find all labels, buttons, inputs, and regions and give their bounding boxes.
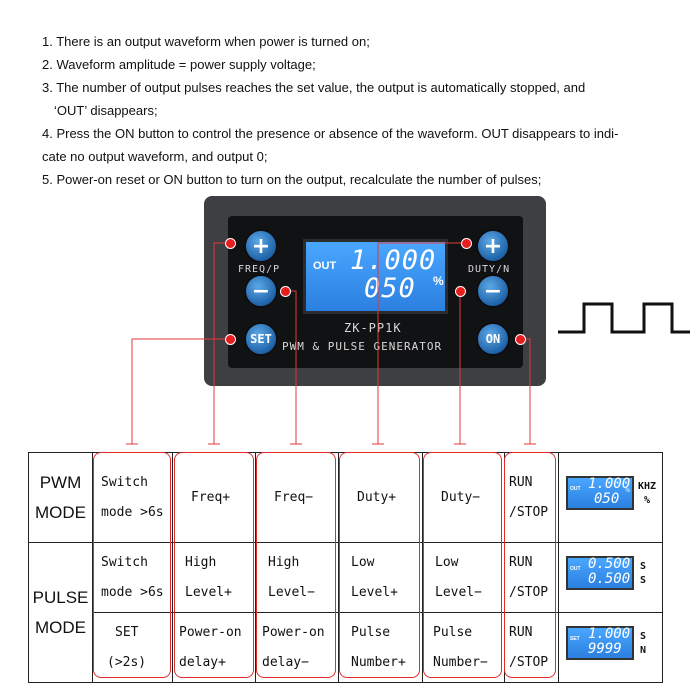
marker-duty-minus	[455, 286, 466, 297]
column-outline-duty-plus	[339, 452, 420, 678]
note-4: 4. Press the ON button to control the pr…	[42, 126, 619, 141]
column-outline-freq-minus	[256, 452, 336, 678]
freq-plus-button[interactable]: +	[244, 229, 278, 263]
pwm-duty-minus-cell: Duty−	[422, 452, 505, 543]
pwm-freq-plus-cell: Freq+	[172, 452, 256, 543]
model-label: ZK-PP1K	[344, 321, 402, 335]
freq-minus-button[interactable]: −	[244, 274, 278, 308]
set-button[interactable]: SET	[244, 322, 278, 356]
pulse-mini-value-1b: 0.500	[588, 571, 631, 587]
pwm-units: KHZ%	[638, 481, 657, 506]
subtitle-label: PWM & PULSE GENERATOR	[282, 340, 443, 353]
duty-label: DUTY/N	[468, 264, 511, 275]
column-outline-freq-plus	[174, 452, 254, 678]
lcd-value-1: 1.000	[350, 245, 437, 276]
pwm-duty-plus-cell: Duty+	[338, 452, 423, 543]
pwm-mini-unit: %	[625, 488, 630, 494]
freq-label: FREQ/P	[238, 264, 281, 275]
pulse-mini-value-2a: 1.000	[588, 626, 631, 642]
lcd-display: OUT 1.000 050 %	[303, 239, 448, 314]
note-5: 5. Power-on reset or ON button to turn o…	[42, 172, 542, 187]
marker-freq-minus	[280, 286, 291, 297]
instructions: 1. There is an output waveform when powe…	[42, 30, 692, 191]
marker-freq-plus	[225, 238, 236, 249]
pwm-freq-minus-cell: Freq−	[255, 452, 339, 543]
column-outline-duty-minus	[423, 452, 502, 678]
marker-on	[515, 334, 526, 345]
note-3-cont: ‘OUT’ disappears;	[54, 103, 158, 118]
marker-duty-plus	[461, 238, 472, 249]
lcd-out-indicator: OUT	[313, 260, 337, 272]
note-2: 2. Waveform amplitude = power supply vol…	[42, 57, 316, 72]
pulse-mini-lcd-1: OUT 0.500 0.500	[566, 556, 634, 590]
lcd-unit: %	[433, 274, 444, 288]
column-outline-set	[93, 452, 171, 678]
duty-minus-button[interactable]: −	[476, 274, 510, 308]
pulse-set-cell: SET(>2s)	[92, 612, 173, 683]
note-4-cont: cate no output waveform, and output 0;	[42, 149, 268, 164]
square-wave-icon	[558, 302, 690, 334]
pulse-mini-set-2: SET	[570, 636, 580, 642]
pwm-mini-value-1: 1.000	[588, 476, 631, 492]
note-1: 1. There is an output waveform when powe…	[42, 34, 370, 49]
pwm-mini-value-2: 050	[594, 491, 620, 507]
note-3: 3. The number of output pulses reaches t…	[42, 80, 586, 95]
pulse-run-stop-cell-1: RUN/STOP	[504, 542, 559, 613]
marker-set	[225, 334, 236, 345]
pulse-mini-value-1a: 0.500	[588, 556, 631, 572]
column-outline-on	[504, 452, 556, 678]
on-button[interactable]: ON	[476, 322, 510, 356]
pwm-mini-lcd: OUT 1.000 050 %	[566, 476, 634, 510]
pwm-mini-out: OUT	[570, 486, 581, 492]
pulse-mini-lcd-2: SET 1.000 9999	[566, 626, 634, 660]
pulse-mini-out-1: OUT	[570, 566, 581, 572]
lcd-value-2: 050	[364, 273, 416, 304]
pulse-mini-value-2b: 9999	[588, 641, 622, 657]
duty-plus-button[interactable]: +	[476, 229, 510, 263]
